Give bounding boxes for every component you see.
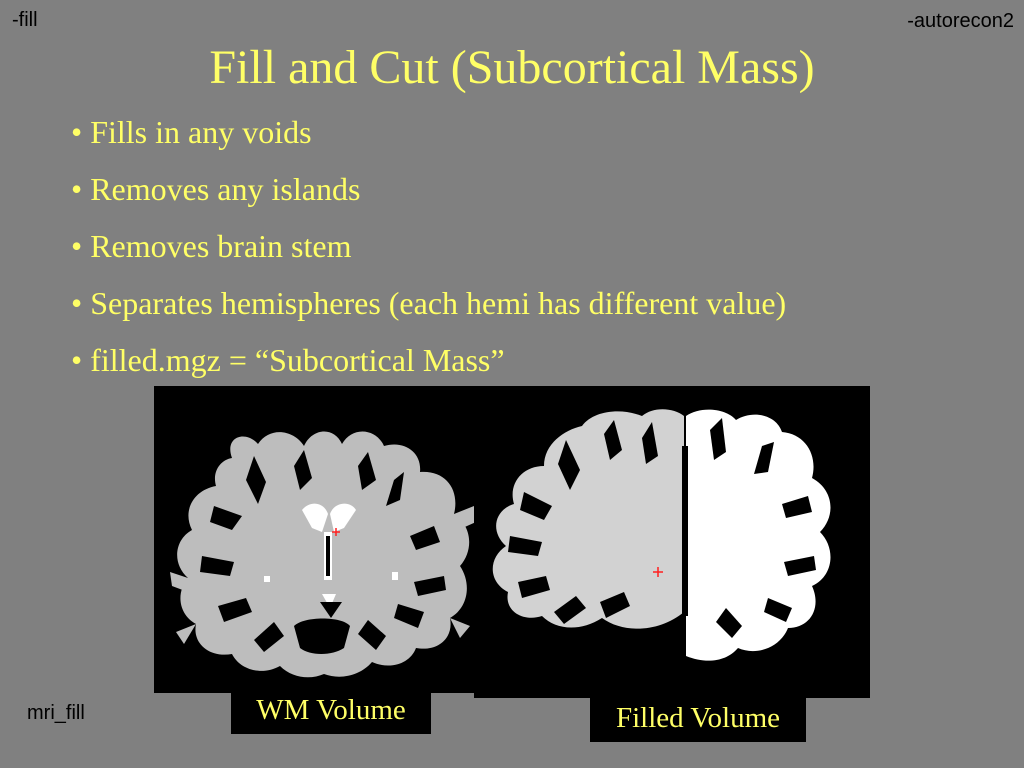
slide-title: Fill and Cut (Subcortical Mass) [209, 41, 815, 94]
bullet-item: Separates hemispheres (each hemi has dif… [71, 275, 786, 332]
corner-label-autorecon2: -autorecon2 [907, 10, 1014, 32]
filled-volume-image [474, 386, 870, 698]
corner-label-fill: -fill [12, 9, 38, 31]
bullet-item: Removes any islands [71, 161, 786, 218]
bullet-list: Fills in any voids Removes any islands R… [71, 104, 786, 389]
bullet-item: Removes brain stem [71, 218, 786, 275]
wm-volume-image [154, 386, 490, 693]
corner-label-mri-fill: mri_fill [27, 702, 85, 724]
filled-volume-caption: Filled Volume [590, 696, 806, 742]
bullet-item: Fills in any voids [71, 104, 786, 161]
bullet-item: filled.mgz = “Subcortical Mass” [71, 332, 786, 389]
wm-volume-caption: WM Volume [231, 688, 431, 734]
filled-volume-slice [492, 409, 831, 664]
wm-volume-slice [170, 431, 476, 678]
